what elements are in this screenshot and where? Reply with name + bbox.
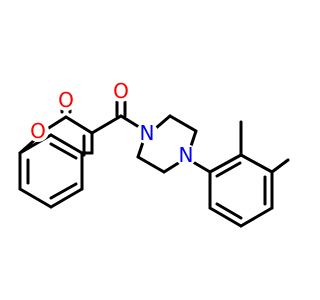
bond-c2-c3 bbox=[64, 115, 94, 135]
bond-benzo-5 bbox=[49, 133, 84, 155]
bond-ar-4 bbox=[239, 206, 274, 228]
atom-ring-oxygen: O bbox=[27, 119, 49, 143]
atom-piperazine-n4: N bbox=[175, 143, 197, 167]
bond-cb-n4 bbox=[189, 129, 198, 148]
atom-amide-carbonyl-oxygen-label: O bbox=[113, 79, 129, 103]
bond-ar-inner-3 bbox=[215, 202, 243, 220]
bond-benzo-inner-2 bbox=[49, 182, 78, 200]
bond-n4-aryl bbox=[191, 160, 212, 174]
atom-piperazine-n1: N bbox=[136, 121, 158, 145]
bond-benzo-2 bbox=[18, 187, 53, 209]
atom-ring-oxygen-label: O bbox=[30, 119, 46, 143]
atom-piperazine-n1-label: N bbox=[140, 121, 155, 145]
bond-cc-cd bbox=[136, 155, 166, 174]
bond-methyl-3 bbox=[270, 158, 290, 174]
bond-ar-inner-1 bbox=[215, 161, 242, 178]
atom-amide-carbonyl-oxygen: O bbox=[110, 79, 132, 103]
bond-ca-cb bbox=[168, 114, 198, 133]
atom-label-layer: O O O N N bbox=[27, 79, 197, 167]
bond-camide-n1 bbox=[119, 114, 141, 129]
bond-benzo-inner-3 bbox=[49, 142, 78, 160]
bond-ar-5 bbox=[208, 206, 243, 228]
atom-lactone-carbonyl-oxygen: O bbox=[55, 88, 77, 112]
bond-benzo-3 bbox=[49, 187, 84, 209]
structure-canvas: O O O N N bbox=[18, 79, 290, 228]
molecular-structure: O O O N N bbox=[18, 79, 290, 228]
bond-n4-cc bbox=[162, 160, 182, 174]
bond-ar-1 bbox=[208, 153, 243, 174]
atom-piperazine-n4-label: N bbox=[179, 143, 194, 167]
bond-c3-camide bbox=[90, 114, 123, 135]
atom-lactone-carbonyl-oxygen-label: O bbox=[58, 88, 74, 112]
bond-n1-ca bbox=[154, 114, 172, 130]
bond-cd-n1 bbox=[136, 140, 145, 159]
bond-ar-2 bbox=[239, 153, 274, 174]
